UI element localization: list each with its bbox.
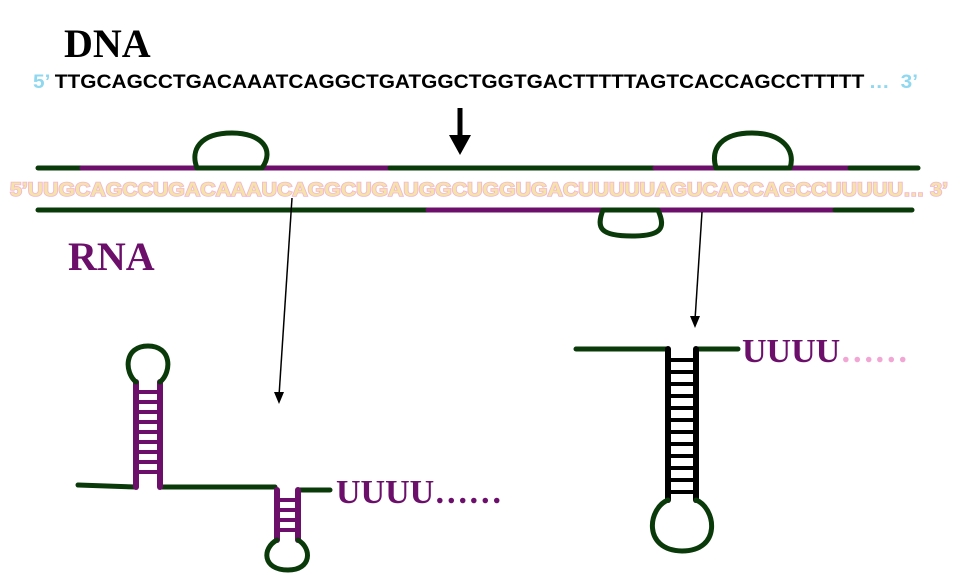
bottom-strand-bubble (600, 210, 662, 236)
pointer-arrow-left (274, 198, 292, 404)
dna-label: DNA (64, 21, 151, 66)
hairpin-left-poly-u-tail: UUUU…… (336, 474, 502, 511)
hairpin-right-tail-main: UUUU (742, 333, 840, 370)
top-strand-bubble-right (715, 133, 792, 168)
pointer-arrow-right (690, 212, 702, 328)
bottom-strand (38, 210, 912, 236)
dna-five-prime-label: 5’ (33, 72, 50, 93)
hairpin-left-tail-dots: …… (434, 474, 502, 511)
rna-label: RNA (68, 234, 155, 279)
hairpin-right-tail-dots: …… (840, 333, 908, 370)
top-strand (38, 133, 918, 168)
dna-sequence: TTGCAGCCTGACAAATCAGGCTGATGGCTGGTGACTTTTT… (55, 72, 865, 93)
dna-ellipsis: … (869, 72, 890, 93)
hairpin-structure-left (78, 346, 330, 570)
hairpin-right-poly-u-tail: UUUU…… (742, 333, 908, 370)
hairpin-structure-right (576, 349, 738, 551)
dna-three-prime-label: 3’ (901, 72, 918, 93)
dna-sequence-line: 5’ TTGCAGCCTGACAAATCAGGCTGATGGCTGGTGACTT… (33, 72, 918, 93)
top-strand-bubble-left (195, 133, 267, 168)
down-arrow-icon (449, 108, 471, 155)
hairpin-left-tail-main: UUUU (336, 474, 434, 511)
rna-sequence: 5’UUGCAGCCUGACAAAUCAGGCUGAUGGCUGGUGACUUU… (10, 180, 948, 201)
